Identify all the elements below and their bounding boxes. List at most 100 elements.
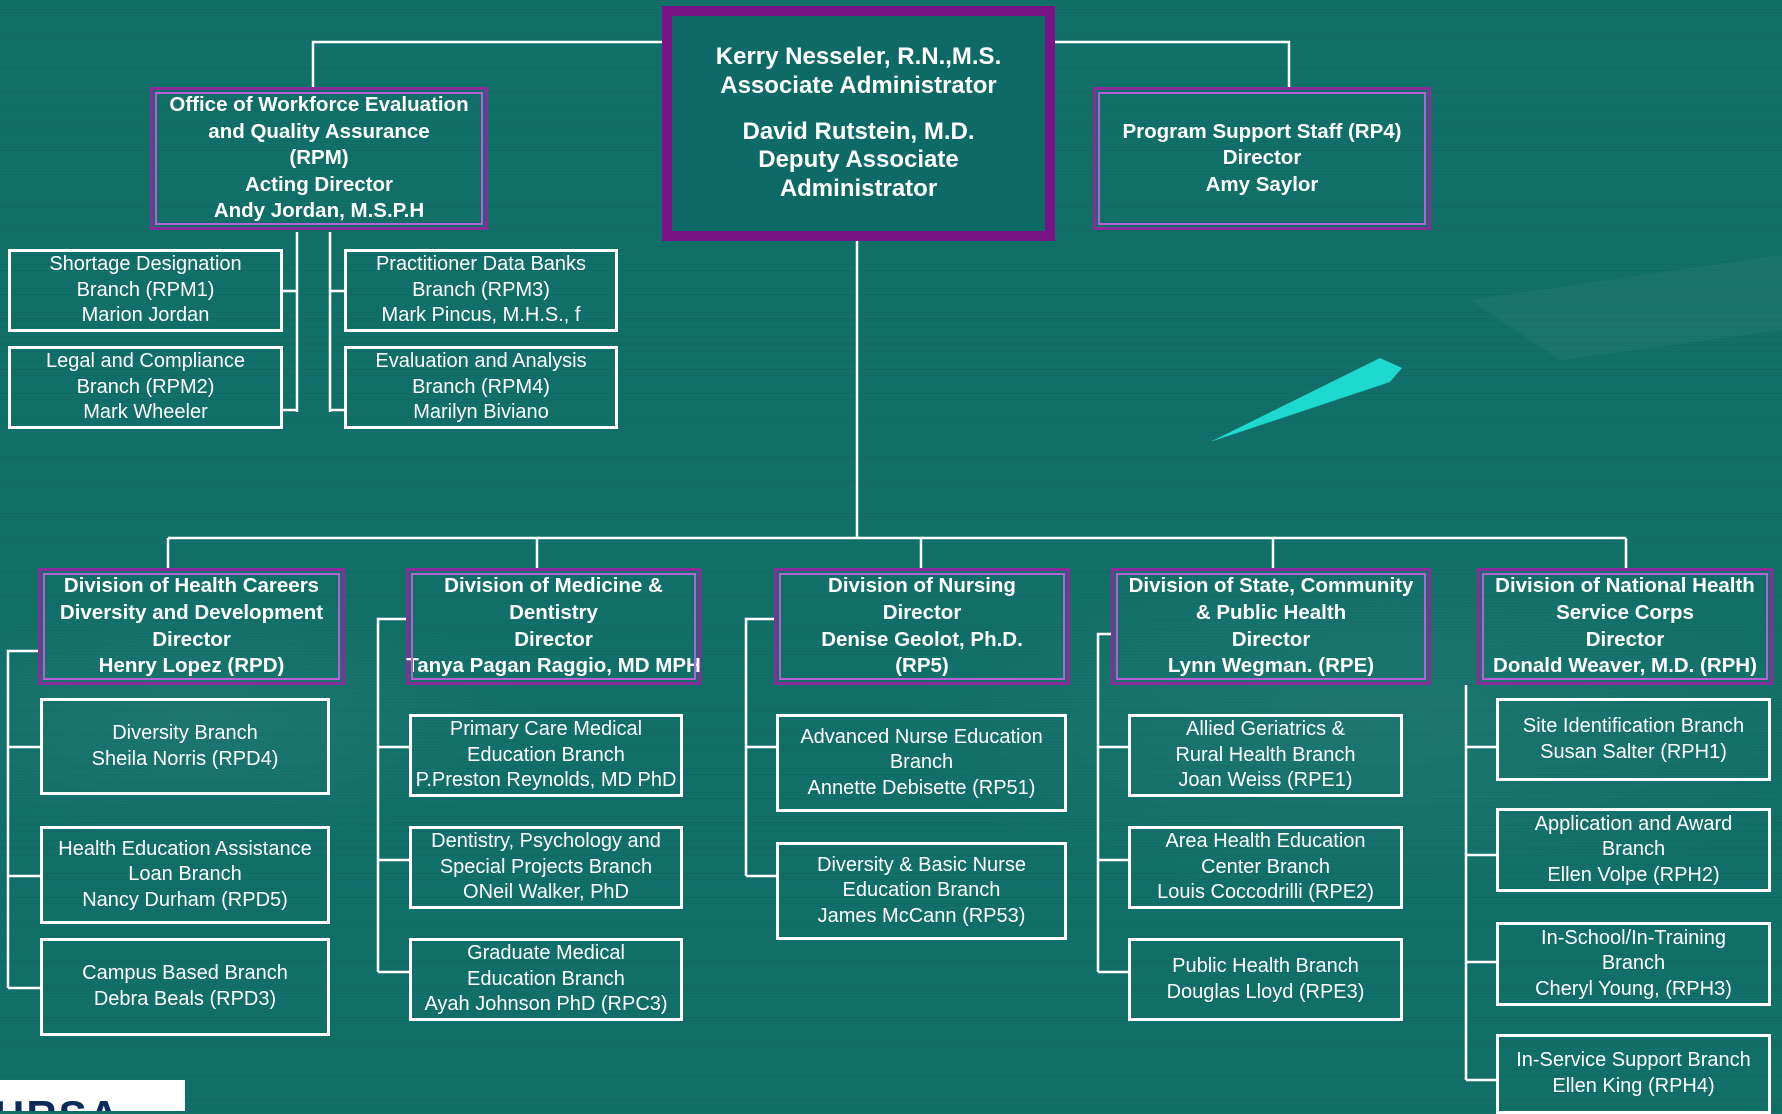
branch-rph3: In-School/In-Training Branch Cheryl Youn… <box>1496 922 1771 1006</box>
branch-line: Louis Coccodrilli (RPE2) <box>1157 881 1374 904</box>
division-line: Division of Nursing <box>828 574 1016 598</box>
branch-line: Annette Debisette (RP51) <box>807 776 1036 799</box>
branch-line: Diversity Branch <box>112 721 258 744</box>
division-line: & Public Health <box>1195 600 1347 624</box>
support-line: Amy Saylor <box>1205 172 1319 196</box>
branch-line: Susan Salter (RPH1) <box>1540 740 1727 763</box>
branch-line: James McCann (RP53) <box>817 904 1026 927</box>
branch-rpd5: Health Education Assistance Loan Branch … <box>40 826 330 924</box>
branch-rpd3: Campus Based Branch Debra Beals (RPD3) <box>40 938 330 1036</box>
division-state-community-box: Division of State, Community & Public He… <box>1111 568 1431 685</box>
branch-line: Center Branch <box>1201 855 1330 878</box>
branch-rpc3: Graduate Medical Education Branch Ayah J… <box>409 938 683 1021</box>
branch-line: Mark Wheeler <box>83 401 208 424</box>
program-support-box: Program Support Staff (RP4) Director Amy… <box>1093 87 1431 230</box>
division-line: Donald Weaver, M.D. (RPH) <box>1493 654 1757 678</box>
division-line: Division of National Health <box>1495 574 1755 598</box>
branch-line: Joan Weiss (RPE1) <box>1178 769 1353 792</box>
branch-line: Public Health Branch <box>1172 954 1359 977</box>
branch-line: Diversity & Basic Nurse <box>817 853 1026 876</box>
division-line: Director <box>514 627 593 651</box>
division-health-careers-box: Division of Health Careers Diversity and… <box>38 568 345 685</box>
branch-line: Ellen King (RPH4) <box>1552 1075 1715 1097</box>
branch-line: ONeil Walker, PhD <box>463 881 629 904</box>
division-line: Denise Geolot, Ph.D. <box>821 627 1023 651</box>
branch-line: Debra Beals (RPD3) <box>93 988 277 1010</box>
branch-line: Branch (RPM3) <box>412 278 550 301</box>
branch-line: Advanced Nurse Education <box>800 725 1043 748</box>
top-line-4: Deputy Associate <box>758 146 959 174</box>
branch-dentistry-psychology: Dentistry, Psychology and Special Projec… <box>409 826 683 909</box>
branch-line: Education Branch <box>842 879 1001 902</box>
workforce-line: and Quality Assurance <box>208 119 430 143</box>
branch-line: In-School/In-Training <box>1541 926 1726 949</box>
division-line: Service Corps <box>1556 600 1694 624</box>
hrsa-logo: HRSA <box>0 1080 185 1111</box>
division-line: Division of Health Careers <box>63 574 320 598</box>
branch-rpm3: Practitioner Data Banks Branch (RPM3) Ma… <box>344 249 618 332</box>
branch-line: Ellen Volpe (RPH2) <box>1547 863 1720 886</box>
branch-line: Special Projects Branch <box>439 855 653 878</box>
division-medicine-dentistry-box: Division of Medicine & Dentistry Directo… <box>406 568 701 685</box>
branch-line: Branch <box>1601 838 1666 861</box>
branch-primary-care: Primary Care Medical Education Branch P.… <box>409 714 683 797</box>
branch-rp53: Diversity & Basic Nurse Education Branch… <box>776 842 1067 940</box>
branch-line: Shortage Designation <box>49 253 242 276</box>
division-line: Director <box>152 627 231 651</box>
branch-line: Branch <box>889 751 954 774</box>
branch-rpm1: Shortage Designation Branch (RPM1) Mario… <box>8 249 283 332</box>
top-line-3: David Rutstein, M.D. <box>742 117 975 145</box>
branch-line: Loan Branch <box>128 863 242 886</box>
branch-line: Marilyn Biviano <box>413 401 549 424</box>
branch-line: Branch (RPM1) <box>76 278 215 301</box>
branch-line: Site Identification Branch <box>1522 714 1745 737</box>
branch-line: Primary Care Medical <box>449 718 643 741</box>
branch-rpe2: Area Health Education Center Branch Loui… <box>1128 826 1403 909</box>
branch-line: Allied Geriatrics & <box>1186 718 1345 741</box>
associate-administrator-box: Kerry Nesseler, R.N.,M.S. Associate Admi… <box>662 6 1055 241</box>
workforce-line: (RPM) <box>289 146 349 170</box>
support-line: Director <box>1222 146 1302 170</box>
branch-line: Legal and Compliance <box>45 350 246 373</box>
division-line: Tanya Pagan Raggio, MD MPH <box>406 654 701 678</box>
division-line: Dentistry <box>509 600 598 624</box>
division-line: Division of State, Community <box>1128 574 1414 598</box>
branch-line: Dentistry, Psychology and <box>431 830 661 853</box>
workforce-office-box: Office of Workforce Evaluation and Quali… <box>150 87 488 230</box>
branch-line: In-Service Support Branch <box>1516 1049 1751 1072</box>
branch-rpm2: Legal and Compliance Branch (RPM2) Mark … <box>8 346 283 429</box>
branch-line: Evaluation and Analysis <box>375 350 587 373</box>
top-line-1: Kerry Nesseler, R.N.,M.S. <box>715 43 1002 71</box>
branch-line: Education Branch <box>467 967 625 990</box>
division-line: Director <box>1231 627 1311 651</box>
branch-line: Douglas Lloyd (RPE3) <box>1166 980 1365 1003</box>
division-line: Division of Medicine & <box>444 574 663 598</box>
division-line: Henry Lopez (RPD) <box>98 654 285 678</box>
hrsa-logo-text: HRSA <box>0 1092 121 1111</box>
workforce-line: Andy Jordan, M.S.P.H <box>213 199 425 223</box>
branch-rph2: Application and Award Branch Ellen Volpe… <box>1496 808 1771 892</box>
branch-line: Ayah Johnson PhD (RPC3) <box>424 993 668 1016</box>
branch-line: Sheila Norris (RPD4) <box>91 747 279 770</box>
branch-line: Education Branch <box>467 743 625 766</box>
branch-line: Graduate Medical <box>467 942 625 965</box>
division-line: Lynn Wegman. (RPE) <box>1167 654 1375 678</box>
branch-line: Mark Pincus, M.H.S., f <box>381 304 581 327</box>
branch-rpm4: Evaluation and Analysis Branch (RPM4) Ma… <box>344 346 618 429</box>
branch-line: Cheryl Young, (RPH3) <box>1535 977 1732 1000</box>
division-national-health-box: Division of National Health Service Corp… <box>1477 568 1773 685</box>
branch-line: Branch (RPM2) <box>76 375 215 398</box>
branch-rpe3: Public Health Branch Douglas Lloyd (RPE3… <box>1128 938 1403 1021</box>
branch-line: Campus Based Branch <box>82 962 288 985</box>
workforce-line: Office of Workforce Evaluation <box>169 92 469 116</box>
branch-line: Application and Award <box>1534 812 1733 835</box>
division-line: Director <box>882 600 962 624</box>
branch-rpd4: Diversity Branch Sheila Norris (RPD4) <box>40 698 330 795</box>
branch-rp51: Advanced Nurse Education Branch Annette … <box>776 714 1067 812</box>
division-line: Diversity and Development <box>59 600 324 624</box>
workforce-line: Acting Director <box>244 172 394 196</box>
branch-line: Branch <box>1601 952 1666 975</box>
branch-line: Practitioner Data Banks <box>375 253 587 276</box>
branch-line: Nancy Durham (RPD5) <box>82 888 288 911</box>
